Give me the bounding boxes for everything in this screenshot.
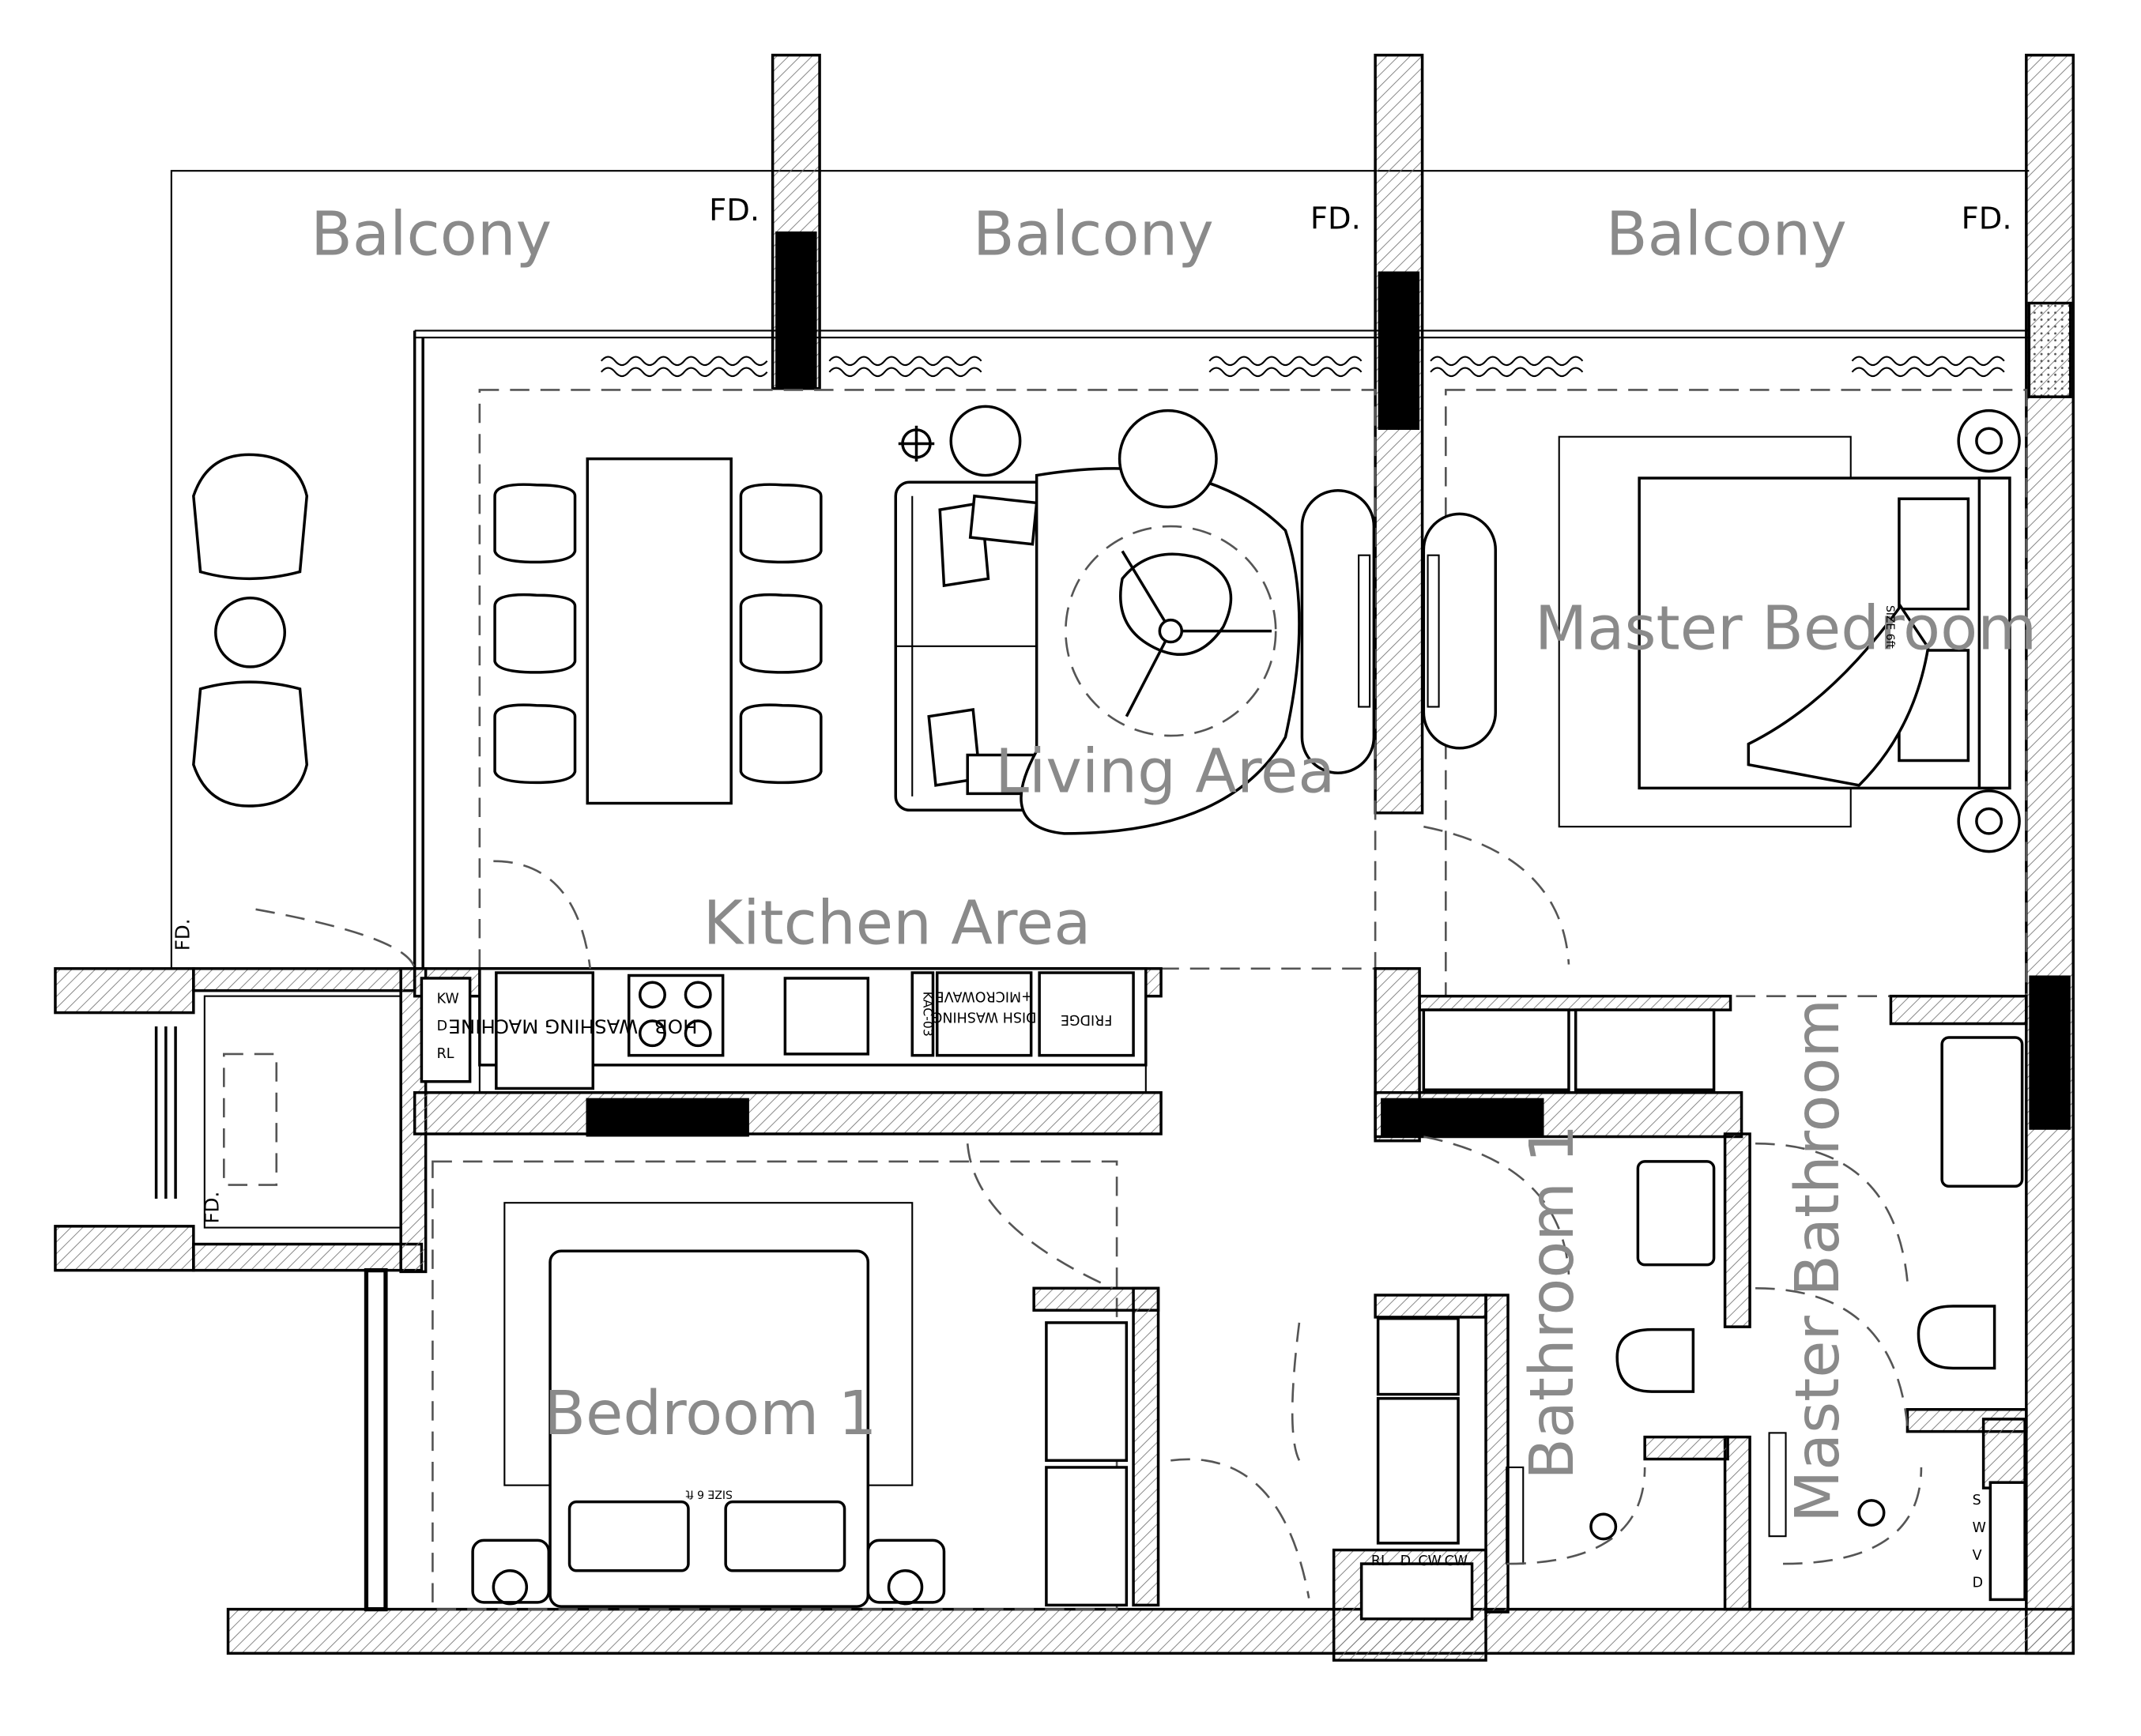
tag-fd-2: FD. — [1310, 201, 1361, 236]
tag-fd-4: FD. — [172, 919, 194, 951]
label-mb-s: S — [1973, 1493, 1981, 1508]
living-furniture — [894, 405, 1498, 835]
label-rl: RL — [437, 1046, 454, 1062]
label-fridge: FRIDGE — [1061, 1011, 1112, 1027]
master-bed — [1558, 409, 2021, 853]
label-washing-machine: WASHING MACHINE — [448, 1015, 638, 1037]
tag-fd-3: FD. — [1962, 201, 2012, 236]
label-balcony-right: Balcony — [1606, 200, 1847, 270]
tag-fd-1: FD. — [709, 193, 760, 228]
label-kitchen-area: Kitchen Area — [703, 889, 1091, 959]
label-mb-d: D — [1973, 1576, 1983, 1591]
label-living-area: Living Area — [995, 737, 1335, 808]
column-fin-3 — [2025, 54, 2075, 1655]
label-microwave: +MICROWAVE — [936, 988, 1033, 1004]
label-mep-cw-2: CW — [1445, 1553, 1468, 1569]
dining-chair — [493, 703, 577, 785]
column-fin-1 — [771, 54, 821, 390]
interior-walls — [413, 967, 2028, 1662]
dining-chair — [739, 483, 823, 564]
door-swings — [255, 825, 1923, 1599]
label-mep-cw-1: CW — [1418, 1553, 1441, 1569]
dining-chair — [739, 703, 823, 785]
wardrobes — [1045, 1008, 1716, 1607]
curtains — [600, 356, 2005, 378]
bathroom-fixtures — [1359, 1036, 2026, 1621]
utility-balcony — [154, 995, 402, 1229]
label-kw: KW — [437, 991, 459, 1007]
label-hob: HOB — [654, 1015, 697, 1037]
label-mep-d: D — [1400, 1553, 1411, 1569]
label-d: D — [437, 1019, 447, 1034]
label-mb-w: W — [1973, 1520, 1986, 1536]
bedroom1-bed — [471, 1202, 946, 1608]
balcony-furniture — [192, 453, 309, 808]
dining-set — [493, 457, 823, 805]
label-dish-washing: DISH WASHING — [932, 1009, 1037, 1025]
label-balcony-left: Balcony — [311, 200, 552, 270]
kitchen-counter — [420, 967, 1148, 1094]
label-bed1-size: SIZE 6 ft — [685, 1488, 733, 1501]
label-master-bed-size: SIZE 6ft — [1883, 605, 1896, 649]
dining-chair — [739, 593, 823, 674]
dining-chair — [493, 483, 577, 564]
label-kac: KAC-03 — [920, 992, 935, 1037]
label-master-bathroom: Master Bathroom — [1783, 999, 1853, 1523]
exterior-walls — [54, 330, 2075, 1655]
tag-fd-5: FD. — [200, 1192, 223, 1224]
label-mep-rl: RL — [1371, 1553, 1389, 1569]
label-mb-v: V — [1973, 1548, 1982, 1564]
label-master-bedroom: Master Bedroom — [1535, 593, 2037, 664]
column-fin-2 — [1374, 54, 1424, 815]
label-bathroom-1: Bathroom 1 — [1517, 1124, 1588, 1480]
label-bedroom-1: Bedroom 1 — [544, 1379, 876, 1449]
dining-chair — [493, 593, 577, 674]
label-balcony-center: Balcony — [973, 200, 1214, 270]
